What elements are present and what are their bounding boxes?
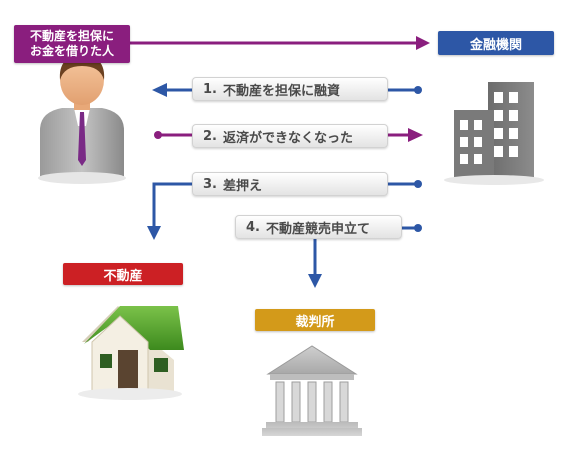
- court-label: 裁判所: [255, 309, 375, 331]
- real-estate-label: 不動産: [63, 263, 183, 285]
- borrower-label-line2: お金を借りた人: [29, 44, 114, 58]
- borrower-label: 不動産を担保に お金を借りた人: [14, 25, 130, 63]
- borrower-label-line1: 不動産を担保に: [29, 29, 114, 43]
- house-icon: [78, 306, 184, 400]
- step-4-box: 4. 不動産競売申立て: [235, 215, 402, 239]
- step-4-number: 4.: [246, 219, 260, 235]
- step-2-number: 2.: [203, 128, 217, 144]
- building-icon: [444, 82, 544, 185]
- step-2-box: 2. 返済ができなくなった: [192, 124, 388, 148]
- borrower-to-bank-arrow: [130, 36, 430, 50]
- person-icon: [38, 54, 126, 184]
- bank-label: 金融機関: [438, 31, 554, 55]
- step-1-box: 1. 不動産を担保に融資: [192, 77, 388, 101]
- step-3-box: 3. 差押え: [192, 172, 388, 196]
- step-3-text: 差押え: [222, 178, 262, 194]
- step-1-text: 不動産を担保に融資: [222, 83, 340, 99]
- step-3-number: 3.: [203, 176, 217, 192]
- step-1-number: 1.: [203, 81, 217, 97]
- step-2-text: 返済ができなくなった: [222, 130, 353, 146]
- step-4-text: 不動産競売申立て: [265, 221, 370, 237]
- court-building-icon: [258, 345, 368, 450]
